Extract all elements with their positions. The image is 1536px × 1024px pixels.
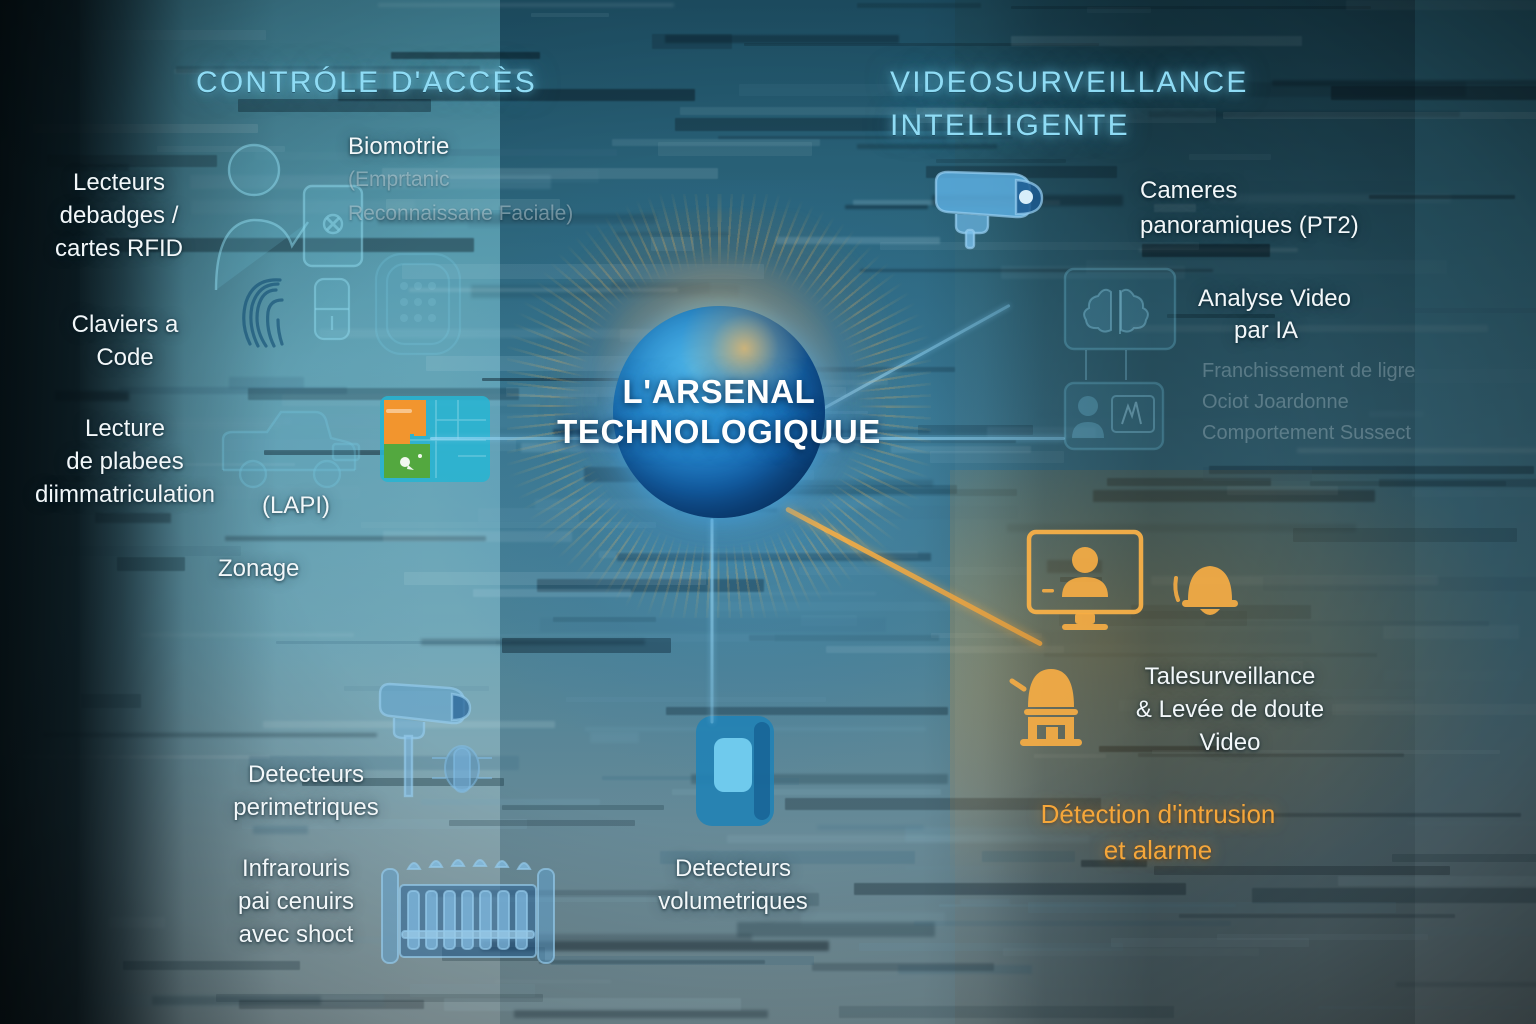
- operator-screen-icon: [1062, 380, 1166, 452]
- label-video-analysis-bullet-1: Franchissement de ligre: [1202, 360, 1416, 382]
- heading-intrusion-line-1: Détection d'intrusion: [1040, 799, 1276, 829]
- connector-right: [820, 437, 1065, 440]
- label-perimeter-detectors: Detecteurs perimetriques: [233, 761, 379, 822]
- pole-mounted-camera-icon: [372, 670, 512, 800]
- keypad-icon: [370, 250, 466, 358]
- label-panoramic-cameras: Cameres panoramiques (PT2): [1140, 177, 1359, 239]
- card-reader-icon: [310, 276, 354, 342]
- heading-video-surveillance-line-1: VIDEOSURVEILLANCE: [890, 66, 1249, 99]
- vehicle-lpr-icon: [205, 392, 375, 504]
- alarm-bell-icon: [1168, 550, 1252, 624]
- heading-video-surveillance-line-2: INTELLIGENTE: [890, 108, 1130, 142]
- icon-link-lines: [1080, 350, 1150, 382]
- label-lapi: (LAPI): [262, 492, 331, 519]
- label-biometrics-sub-1: (Emprtanic: [348, 168, 450, 191]
- siren-icon: [1008, 655, 1094, 751]
- label-badge-readers: Lecteurs debadges / cartes RFID: [54, 169, 183, 263]
- label-infrared-barriers: Infrarouris pai cenuirs avec shoct: [237, 855, 355, 949]
- label-remote-monitoring: Talesurveillance & Levée de doute Video: [1135, 663, 1325, 757]
- label-video-analysis-bullet-2: Ociot Joardonne: [1202, 391, 1349, 413]
- core-title-line-2: TECHNOLOGIQUUE: [557, 413, 881, 451]
- label-video-analysis-line-2: par IA: [1234, 317, 1299, 344]
- label-plate-reading: Lecture de plabees diimmatriculation: [34, 415, 216, 509]
- page-title: L'ARSENAL TECHNOLOGIQUUE: [493, 372, 945, 453]
- label-code-keypads: Claviers a Code: [71, 311, 179, 372]
- label-video-analysis-line-1: Analyse Video: [1198, 285, 1351, 312]
- label-biometrics-sub-2: Reconnaissane Faciale): [348, 202, 574, 225]
- label-volumetric-detectors: Detecteurs volumetriques: [658, 855, 808, 916]
- heading-video-surveillance: VIDEOSURVEILLANCE INTELLIGENTE: [890, 62, 1249, 147]
- label-biometrics: Biomotrie: [348, 133, 450, 160]
- remote-operator-monitor-icon: [1026, 529, 1144, 635]
- fingerprint-icon: [228, 270, 304, 350]
- volumetric-motion-sensor-icon: [690, 712, 782, 830]
- core-rim-light: [613, 306, 825, 518]
- ai-brain-screen-icon: [1062, 266, 1178, 352]
- core-title-line-1: L'ARSENAL: [622, 373, 816, 410]
- central-node: L'ARSENAL TECHNOLOGIQUUE: [507, 194, 931, 618]
- heading-intrusion-line-2: et alarme: [1103, 835, 1213, 866]
- heading-intrusion-detection: Détection d'intrusion et alarme: [988, 796, 1328, 869]
- label-zoning: Zonage: [218, 555, 300, 582]
- perimeter-fence-icon: [378, 855, 558, 965]
- bullet-camera-icon: [930, 168, 1060, 260]
- label-video-analysis-bullet-3: Comportement Sussect: [1202, 422, 1411, 444]
- person-at-access-panel-icon: [196, 140, 376, 300]
- heading-access-control: CONTRÓLE D'ACCÈS: [196, 66, 537, 99]
